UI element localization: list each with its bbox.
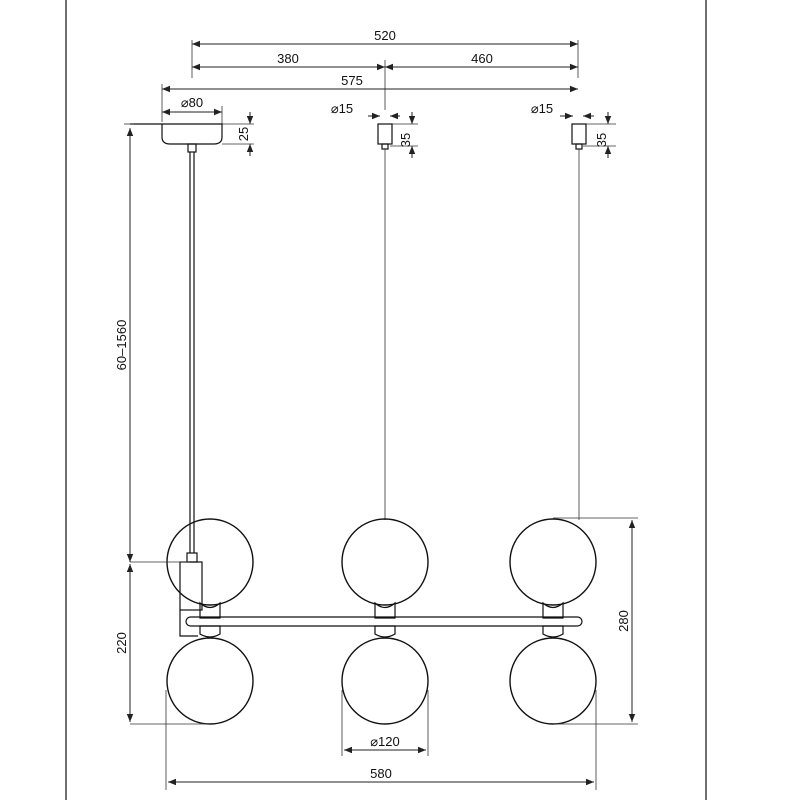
dim-cap-2-diameter-label: ⌀15 [531, 101, 553, 116]
cable-cap-2 [571, 123, 587, 150]
dim-globe-diameter-label: ⌀120 [370, 734, 400, 749]
dim-520-label: 520 [374, 28, 396, 43]
dim-body-height-label: 280 [616, 610, 631, 632]
dim-canopy-diameter: ⌀80 [162, 95, 223, 124]
dim-body-height: 280 [553, 517, 638, 725]
socket-top-right [542, 601, 564, 619]
dim-overall-width-label: 580 [370, 766, 392, 781]
cable-cap-1 [377, 123, 393, 150]
ceiling-canopy [130, 123, 223, 145]
dim-globe-diameter: ⌀120 [341, 690, 429, 756]
dim-canopy-height: 25 [222, 112, 254, 156]
dim-460: 460 [384, 51, 578, 110]
dim-lower-height: 220 [114, 561, 210, 725]
dim-380-label: 380 [277, 51, 299, 66]
dim-575: 575 [161, 73, 578, 122]
socket-bottom-left [199, 625, 221, 638]
dim-lower-height-label: 220 [114, 632, 129, 654]
globe-top-middle [341, 518, 429, 606]
dim-overall-width: 580 [165, 690, 597, 790]
dim-canopy-height-label: 25 [236, 127, 251, 141]
socket-top-left [199, 601, 221, 619]
socket-bottom-middle [374, 625, 396, 638]
dim-cap-2: ⌀15 35 [531, 101, 616, 158]
dim-canopy-diameter-label: ⌀80 [181, 95, 203, 110]
socket-top-middle [374, 601, 396, 619]
dim-cap-2-height-label: 35 [594, 133, 609, 147]
cable-clamp [186, 552, 198, 563]
globe-top-right [509, 518, 597, 606]
globe-bottom-middle [341, 637, 429, 725]
socket-bottom-right [542, 625, 564, 638]
dim-380: 380 [192, 51, 385, 71]
dim-575-label: 575 [341, 73, 363, 88]
canopy-stem [187, 143, 197, 153]
globe-bottom-right [509, 637, 597, 725]
box-bracket [179, 610, 198, 637]
dim-460-label: 460 [471, 51, 493, 66]
globe-bottom-left [166, 637, 254, 725]
dim-cable-length-label: 60–1560 [114, 320, 129, 371]
dim-cap-1: ⌀15 35 [331, 101, 418, 158]
dim-520: 520 [191, 28, 579, 78]
dim-cap-1-height-label: 35 [398, 133, 413, 147]
dim-cable-length: 60–1560 [114, 123, 134, 562]
dim-cap-1-diameter-label: ⌀15 [331, 101, 353, 116]
